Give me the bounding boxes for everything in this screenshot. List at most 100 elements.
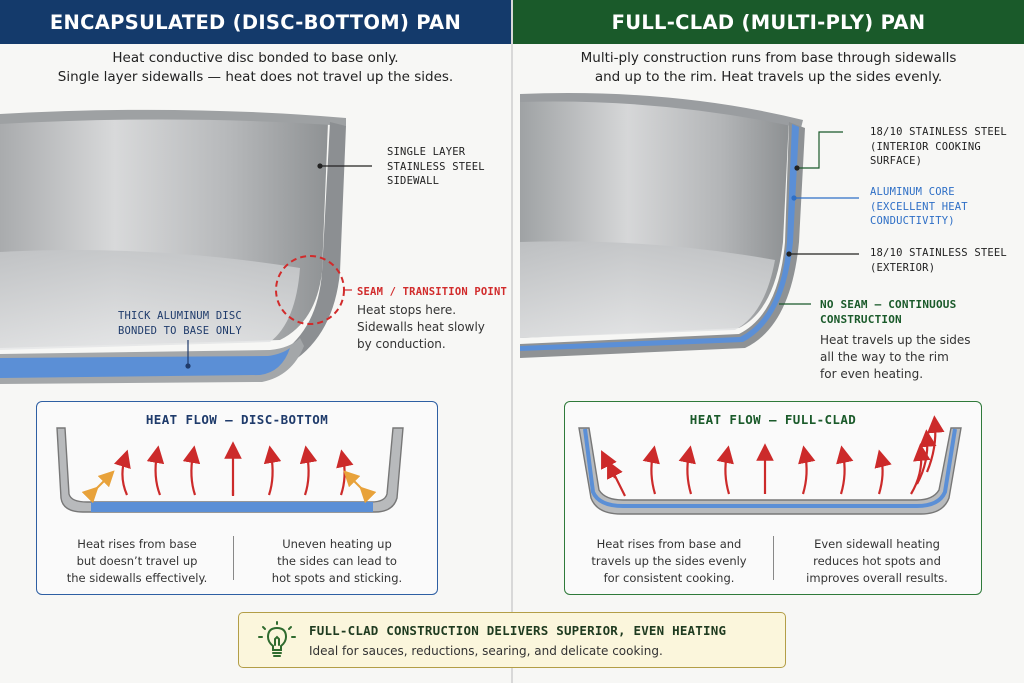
callout-line: CONSTRUCTION (820, 312, 902, 326)
leader-dot (791, 195, 797, 201)
aluminum-core-callout: ALUMINUM CORE (EXCELLENT HEAT CONDUCTIVI… (870, 185, 968, 229)
note-line: hot spots and sticking. (271, 571, 403, 585)
disc-bottom-note-right: Uneven heating up the sides can lead to … (237, 536, 437, 587)
leader-dot (317, 163, 323, 169)
callout-line: (EXTERIOR) (870, 261, 936, 274)
callout-line: (INTERIOR COOKING (870, 140, 981, 153)
heat-arrow (798, 445, 816, 495)
callout-line: 18/10 STAINLESS STEEL (870, 247, 1007, 259)
full-clad-panel: FULL-CLAD (MULTI-PLY) PAN Multi-ply cons… (513, 0, 1024, 683)
callout-line: 18/10 STAINLESS STEEL (870, 126, 1007, 138)
disc-callout: THICK ALUMINUM DISC BONDED TO BASE ONLY (118, 309, 242, 338)
callout-line: STAINLESS STEEL (387, 160, 485, 173)
callout-line: THICK ALUMINUM DISC (118, 310, 242, 322)
pan-cross-section (578, 427, 962, 515)
heat-arrow (182, 445, 201, 496)
heat-arrow (716, 445, 734, 495)
callout-line: SINGLE LAYER (387, 146, 466, 158)
note-line: but doesn’t travel up (76, 554, 198, 568)
full-clad-title: FULL-CLAD (MULTI-PLY) PAN (513, 0, 1024, 44)
heat-arrow (836, 445, 854, 495)
single-sidewall (280, 122, 346, 362)
heat-arrow (678, 445, 696, 495)
full-clad-subtitle: Multi-ply construction runs from base th… (513, 49, 1024, 87)
disc-bottom-title: ENCAPSULATED (DISC-BOTTOM) PAN (0, 0, 511, 44)
lightbulb-icon (258, 621, 296, 657)
heat-arrow (299, 445, 318, 496)
banner-subtitle: Ideal for sauces, reductions, searing, a… (309, 644, 663, 658)
desc-line: Heat stops here. (357, 303, 457, 317)
note-separator (773, 536, 774, 580)
disc-cross-section (91, 502, 373, 512)
aluminum-disc (0, 348, 290, 378)
heat-flow-diagram (578, 415, 962, 515)
full-clad-note-left: Heat rises from base and travels up the … (565, 536, 773, 587)
callout-line: BONDED TO BASE ONLY (118, 324, 242, 337)
seam-callout-desc: Heat stops here. Sidewalls heat slowly b… (357, 302, 485, 353)
desc-line: Sidewalls heat slowly (357, 320, 485, 334)
noseam-callout-title: NO SEAM – CONTINUOUS CONSTRUCTION (820, 298, 956, 327)
pan-floor (520, 241, 775, 338)
note-line: travels up the sides evenly (591, 554, 747, 568)
disc-bottom-panel: ENCAPSULATED (DISC-BOTTOM) PAN Heat cond… (0, 0, 511, 683)
note-separator (233, 536, 234, 580)
subtitle-line: Single layer sidewalls — heat does not t… (57, 69, 454, 85)
full-clad-heat-flow-box: HEAT FLOW – FULL-CLAD (564, 401, 982, 595)
heat-arrow (113, 449, 131, 496)
heat-arrow (263, 445, 282, 496)
interior-leader (797, 131, 843, 169)
leader-dot (185, 363, 191, 369)
heat-arrow (910, 443, 931, 495)
weak-heat-arrow (81, 470, 115, 504)
pan-rim (520, 93, 803, 128)
callout-line: NO SEAM – CONTINUOUS (820, 298, 957, 311)
interior-steel-callout: 18/10 STAINLESS STEEL (INTERIOR COOKING … (870, 125, 1007, 169)
heat-arrow (146, 445, 165, 496)
callout-line: SIDEWALL (387, 175, 440, 187)
note-line: reduces hot spots and (813, 554, 941, 568)
callout-line: (EXCELLENT HEAT (870, 200, 968, 213)
weak-heat-arrow (343, 470, 377, 504)
disc-bottom-pan-illustration (0, 109, 372, 384)
leader-dot (794, 165, 800, 171)
seam-callout-title: SEAM / TRANSITION POINT (357, 286, 507, 298)
subtitle-line: and up to the rim. Heat travels up the s… (594, 69, 943, 85)
note-line: Even sidewall heating (814, 537, 940, 551)
exterior-steel-callout: 18/10 STAINLESS STEEL (EXTERIOR) (870, 246, 1007, 275)
note-line: the sidewalls effectively. (66, 571, 208, 585)
note-line: improves overall results. (806, 571, 948, 585)
note-line: the sides can lead to (277, 554, 397, 568)
desc-line: Heat travels up the sides (820, 333, 971, 347)
heat-flow-title: HEAT FLOW – DISC-BOTTOM (145, 412, 329, 427)
callout-line: CONDUCTIVITY) (870, 215, 955, 227)
subtitle-line: Heat conductive disc bonded to base only… (112, 50, 399, 66)
note-line: Heat rises from base and (596, 537, 742, 551)
heat-flow-title: HEAT FLOW – FULL-CLAD (689, 412, 857, 427)
conclusion-banner: FULL-CLAD CONSTRUCTION DELIVERS SUPERIOR… (238, 612, 786, 668)
heat-arrow (336, 449, 354, 496)
full-clad-note-right: Even sidewall heating reduces hot spots … (773, 536, 981, 587)
pan-cross-section (56, 427, 404, 513)
heat-arrow (925, 415, 945, 473)
disc-bottom-note-left: Heat rises from base but doesn’t travel … (37, 536, 237, 587)
heat-arrow (642, 445, 660, 495)
noseam-callout-desc: Heat travels up the sides all the way to… (820, 332, 971, 383)
note-line: Heat rises from base (77, 537, 197, 551)
sidewall-callout: SINGLE LAYER STAINLESS STEEL SIDEWALL (387, 145, 485, 189)
heat-arrow (874, 449, 892, 495)
heat-arrow (607, 460, 626, 497)
callout-line: ALUMINUM CORE (870, 186, 955, 198)
panel-divider (511, 0, 513, 683)
note-line: Uneven heating up (282, 537, 392, 551)
disc-bottom-heat-flow-box: HEAT FLOW – DISC-BOTTOM (36, 401, 438, 595)
subtitle-line: Multi-ply construction runs from base th… (580, 50, 957, 66)
pan-rim (0, 109, 346, 126)
aluminum-core-cross-section (583, 428, 957, 508)
leader-dot (786, 251, 792, 257)
desc-line: by conduction. (357, 337, 446, 351)
disc-bottom-subtitle: Heat conductive disc bonded to base only… (0, 49, 511, 87)
banner-title: FULL-CLAD CONSTRUCTION DELIVERS SUPERIOR… (309, 623, 727, 638)
desc-line: for even heating. (820, 367, 924, 381)
callout-line: SURFACE) (870, 155, 923, 167)
pan-floor (0, 250, 300, 350)
